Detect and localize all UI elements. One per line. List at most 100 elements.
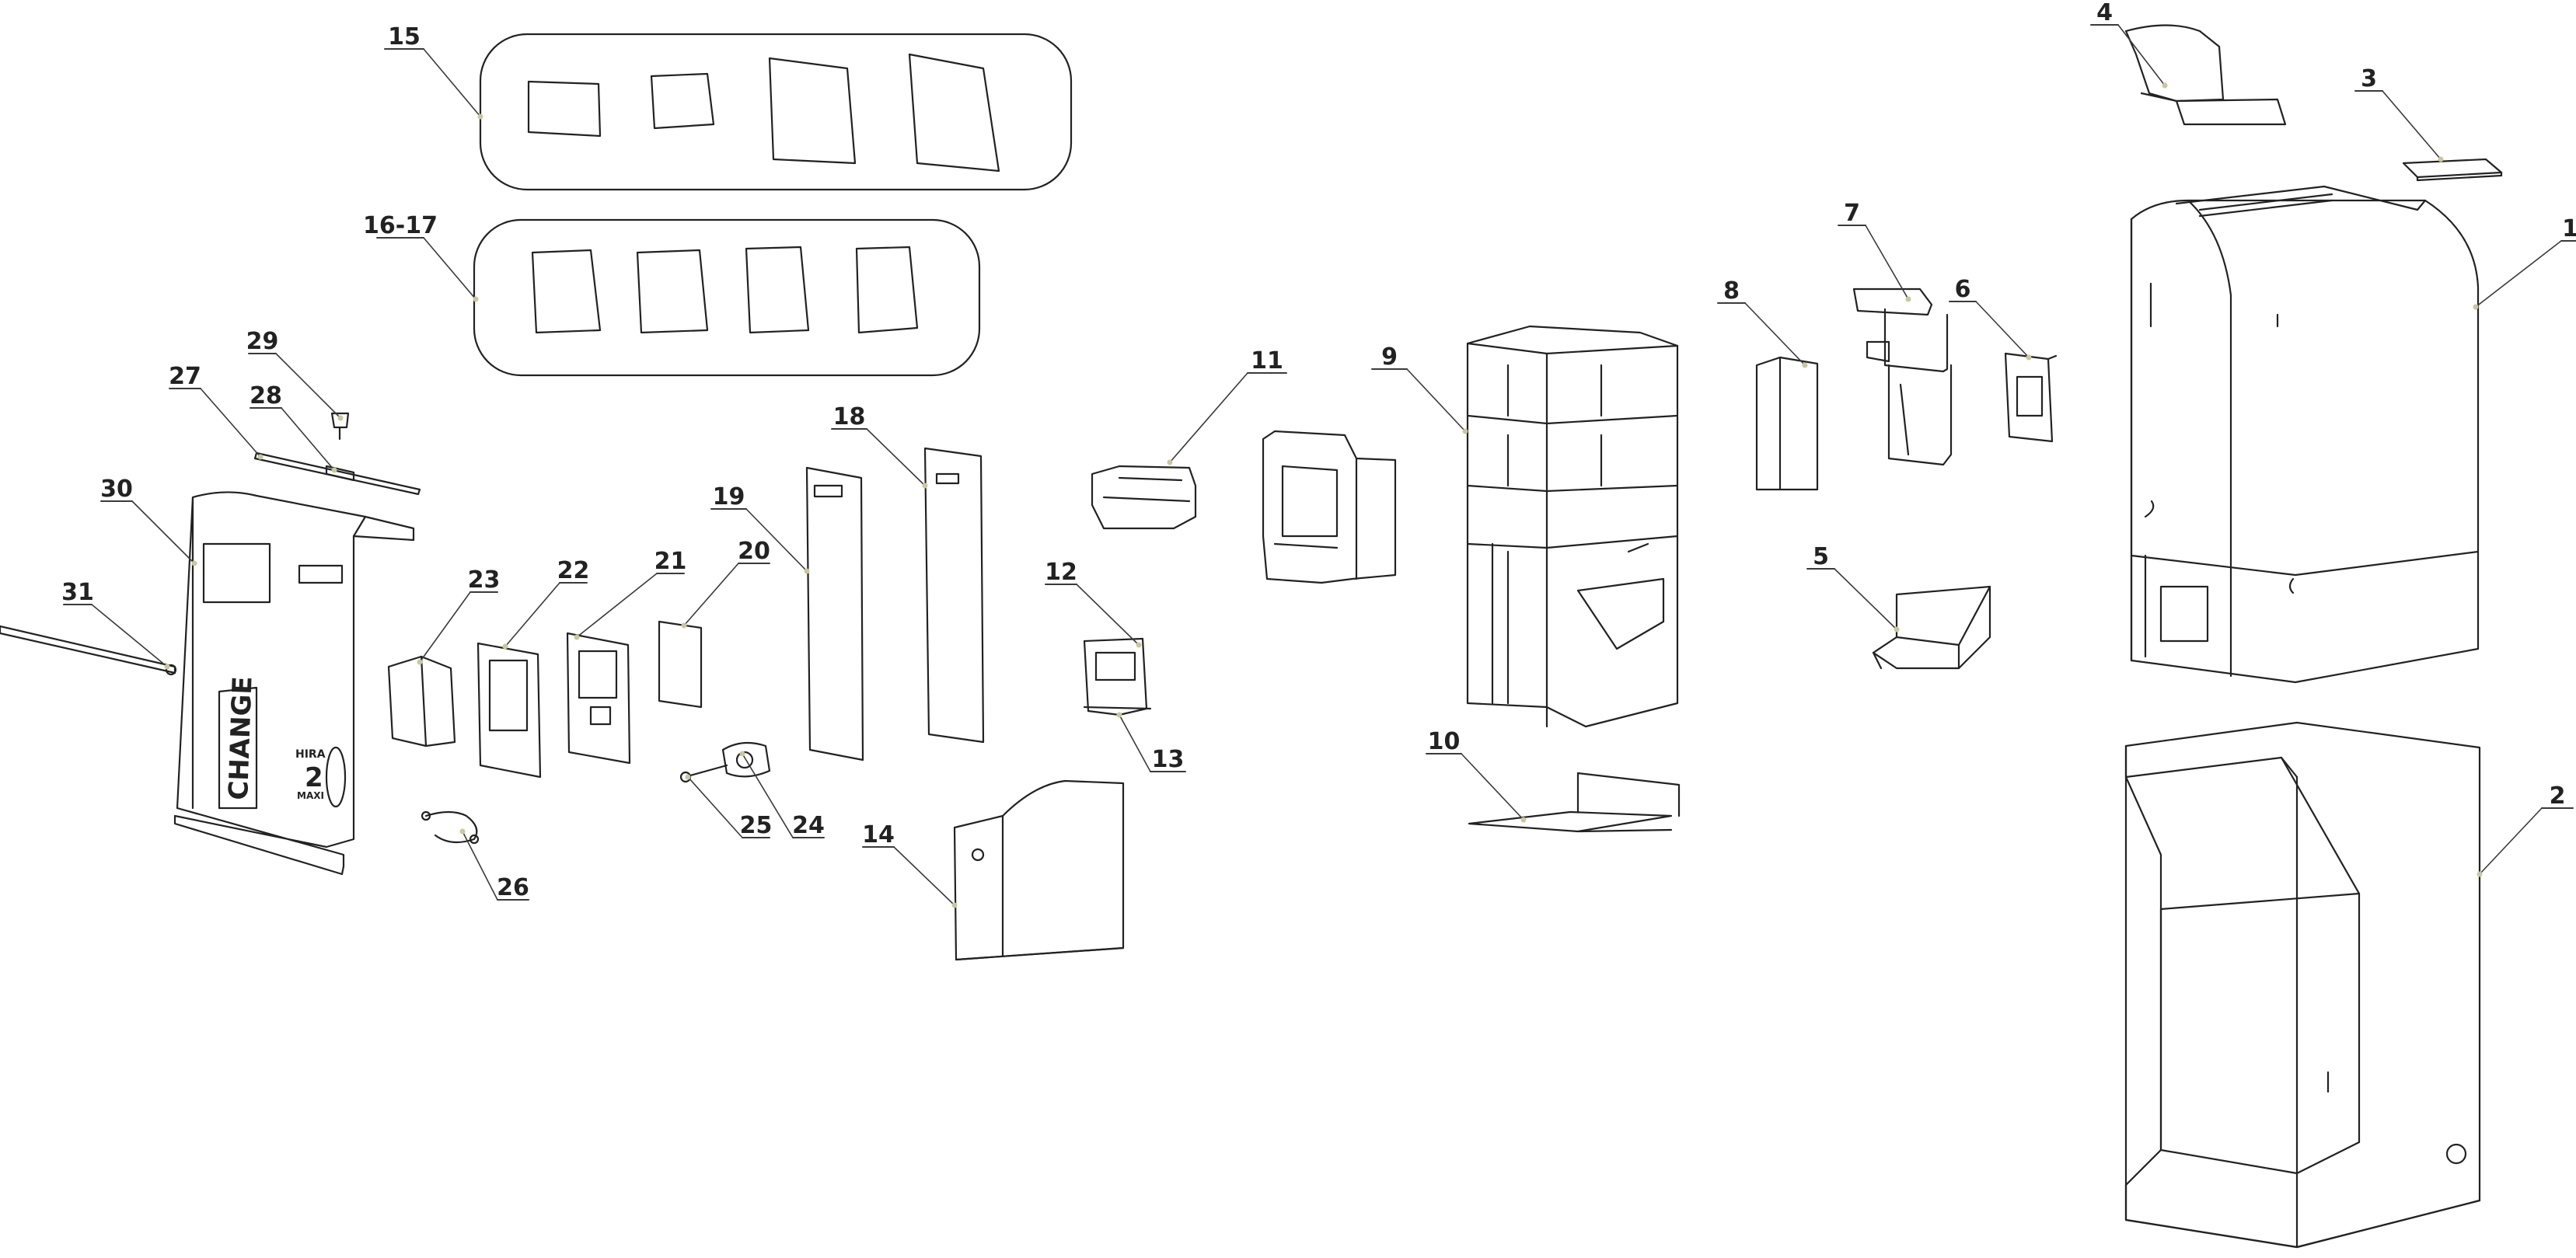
callout-label: 1: [2562, 215, 2576, 242]
leader-line: [2382, 90, 2442, 160]
leader-line: [91, 604, 168, 667]
callout-24: 24: [739, 751, 825, 839]
callout-label: 13: [1152, 746, 1185, 773]
leader-dot: [459, 828, 466, 835]
leader-dot: [473, 296, 479, 302]
callout-label: 2: [2550, 782, 2566, 810]
part-19-plate: [805, 466, 864, 761]
callout-label: 6: [1955, 276, 1971, 303]
part-7-validator: [1852, 287, 1953, 466]
leader-dot: [685, 774, 691, 780]
callout-label: 15: [388, 23, 421, 51]
leader-dot: [574, 634, 580, 640]
leader-line: [2117, 24, 2166, 86]
callout-11: 11: [1167, 347, 1287, 465]
callout-label: 3: [2361, 65, 2377, 92]
part-9-hopper: [1466, 325, 1679, 728]
callout-5: 5: [1806, 543, 1900, 632]
part-30-front-panel: [173, 491, 415, 876]
leader-dot: [1802, 362, 1808, 368]
callout-1: 1: [2473, 215, 2576, 310]
leader-dot: [2026, 354, 2032, 361]
leader-line: [1975, 301, 2030, 358]
leader-dot: [951, 902, 958, 908]
callout-3: 3: [2354, 65, 2444, 162]
leader-dot: [337, 415, 344, 421]
callout-label: 18: [833, 403, 866, 430]
leader-dot: [1136, 642, 1142, 648]
part-6-panel: [2004, 352, 2058, 443]
callout-label: 24: [792, 812, 825, 839]
leader-line: [423, 48, 481, 117]
callout-21: 21: [574, 548, 687, 640]
part-21-bezel: [566, 632, 631, 765]
leader-line: [742, 753, 794, 838]
leader-dot: [739, 751, 745, 757]
two-text: 2: [305, 762, 323, 793]
callout-25: 25: [685, 774, 772, 839]
leader-dot: [164, 664, 170, 670]
leader-dot: [2162, 82, 2168, 89]
leader-line: [745, 508, 808, 572]
callout-29: 29: [246, 328, 344, 421]
part-4-topper: [2124, 24, 2287, 126]
leader-line: [1406, 368, 1466, 432]
callout-9: 9: [1371, 343, 1468, 434]
leader-line: [1169, 372, 1248, 463]
part-15-screens: [479, 33, 1073, 191]
leader-dot: [1894, 626, 1900, 632]
callout-label: 21: [654, 548, 687, 575]
callout-18: 18: [831, 403, 928, 489]
callout-30: 30: [100, 476, 197, 566]
callout-19: 19: [710, 483, 810, 574]
leader-dot: [257, 454, 264, 460]
callout-label: 10: [1428, 728, 1461, 755]
leader-line: [683, 563, 739, 626]
leader-dot: [2473, 304, 2479, 310]
callout-label: 9: [1381, 343, 1398, 371]
callout-label: 11: [1251, 347, 1283, 375]
part-18-plate: [923, 447, 985, 744]
part-23-module: [387, 655, 456, 747]
leader-dot: [191, 560, 197, 566]
leader-dot: [922, 483, 928, 489]
callout-label: 12: [1045, 559, 1077, 586]
callout-22: 22: [502, 557, 590, 650]
part-29-screw: [330, 412, 350, 441]
callout-7: 7: [1838, 200, 1911, 302]
callout-8: 8: [1717, 277, 1808, 368]
callout-label: 16-17: [363, 212, 438, 239]
leader-line: [281, 407, 335, 471]
part-22-bezel: [476, 642, 542, 779]
callout-15: 15: [384, 23, 483, 120]
part-28-clip: [325, 465, 355, 482]
leader-dot: [804, 568, 810, 574]
callout-label: 22: [557, 557, 590, 584]
part-16-17-keypads: [473, 218, 981, 377]
part-5-chute: [1872, 585, 1991, 670]
leader-dot: [1462, 428, 1468, 434]
part-11-coin-mechs: [1091, 430, 1397, 584]
callout-label: 28: [250, 382, 282, 409]
callout-label: 26: [497, 874, 529, 901]
callout-23: 23: [417, 566, 500, 665]
callout-10: 10: [1426, 728, 1527, 823]
leader-line: [1461, 753, 1524, 821]
leader-line: [1834, 568, 1897, 630]
leader-dot: [331, 467, 337, 473]
leader-dot: [477, 113, 483, 120]
leader-line: [2479, 807, 2543, 875]
callout-label: 4: [2096, 0, 2113, 26]
callout-label: 27: [169, 363, 201, 390]
leader-line: [200, 388, 261, 458]
leader-line: [462, 831, 498, 901]
part-24-lock: [721, 741, 771, 778]
leader-line: [419, 591, 471, 663]
leader-line: [131, 500, 195, 564]
leader-line: [1744, 302, 1806, 366]
part-10-tray: [1468, 772, 1681, 833]
callout-label: 31: [61, 579, 94, 606]
callout-label: 29: [246, 328, 279, 355]
leader-line: [576, 573, 658, 638]
callout-28: 28: [250, 382, 337, 473]
